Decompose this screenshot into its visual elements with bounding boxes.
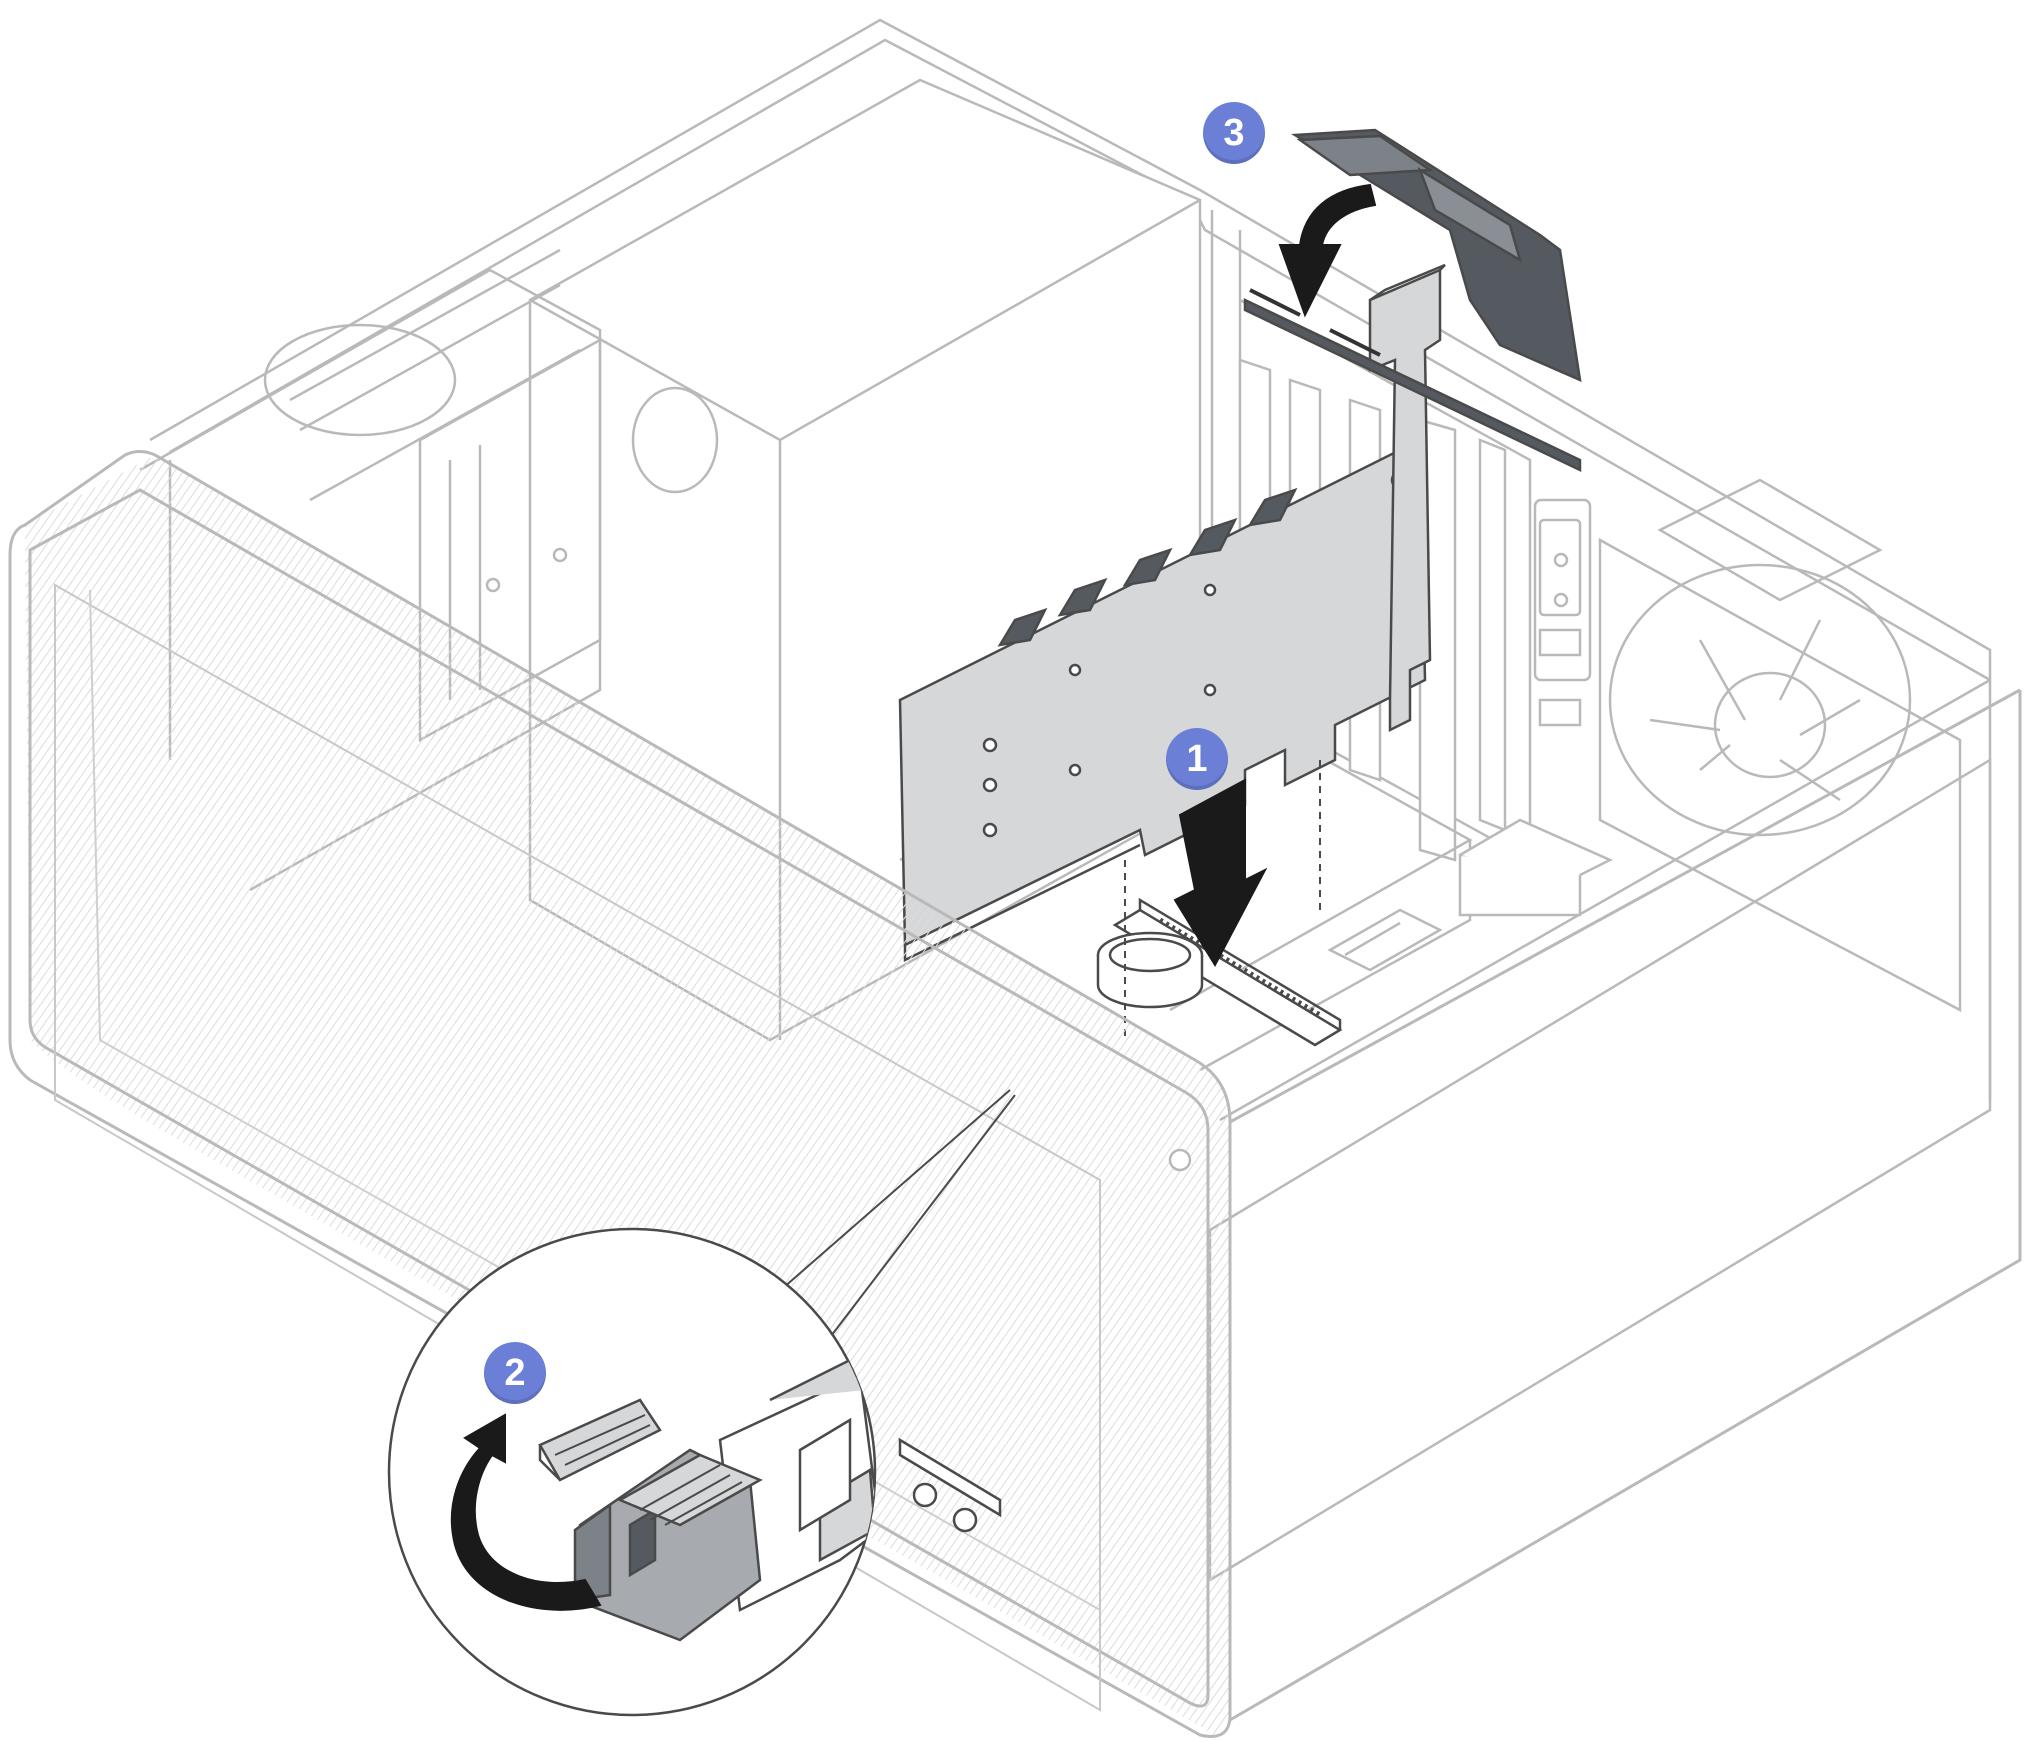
motherboard: [899, 688, 1613, 1072]
retention-latch: [1243, 128, 1582, 472]
zoom-leader-lines: [774, 1089, 1016, 1341]
rear-panel: [1239, 298, 1962, 1013]
alignment-guides: [1124, 760, 1321, 1040]
close-latch-arrow-icon: [1278, 183, 1377, 318]
step-badge-2: 2: [484, 1342, 546, 1404]
step-badge-1: 1: [1166, 728, 1228, 790]
rear-fan: [1608, 478, 1912, 837]
rotate-arrow-icon: [450, 1413, 602, 1611]
front-bezel: [8, 450, 2022, 1738]
latch-zoom-inset: [387, 1227, 877, 1717]
cmos-battery: [1096, 931, 1204, 1009]
step-badge-3: 3: [1203, 102, 1265, 164]
insert-arrow-icon: [1173, 778, 1268, 968]
